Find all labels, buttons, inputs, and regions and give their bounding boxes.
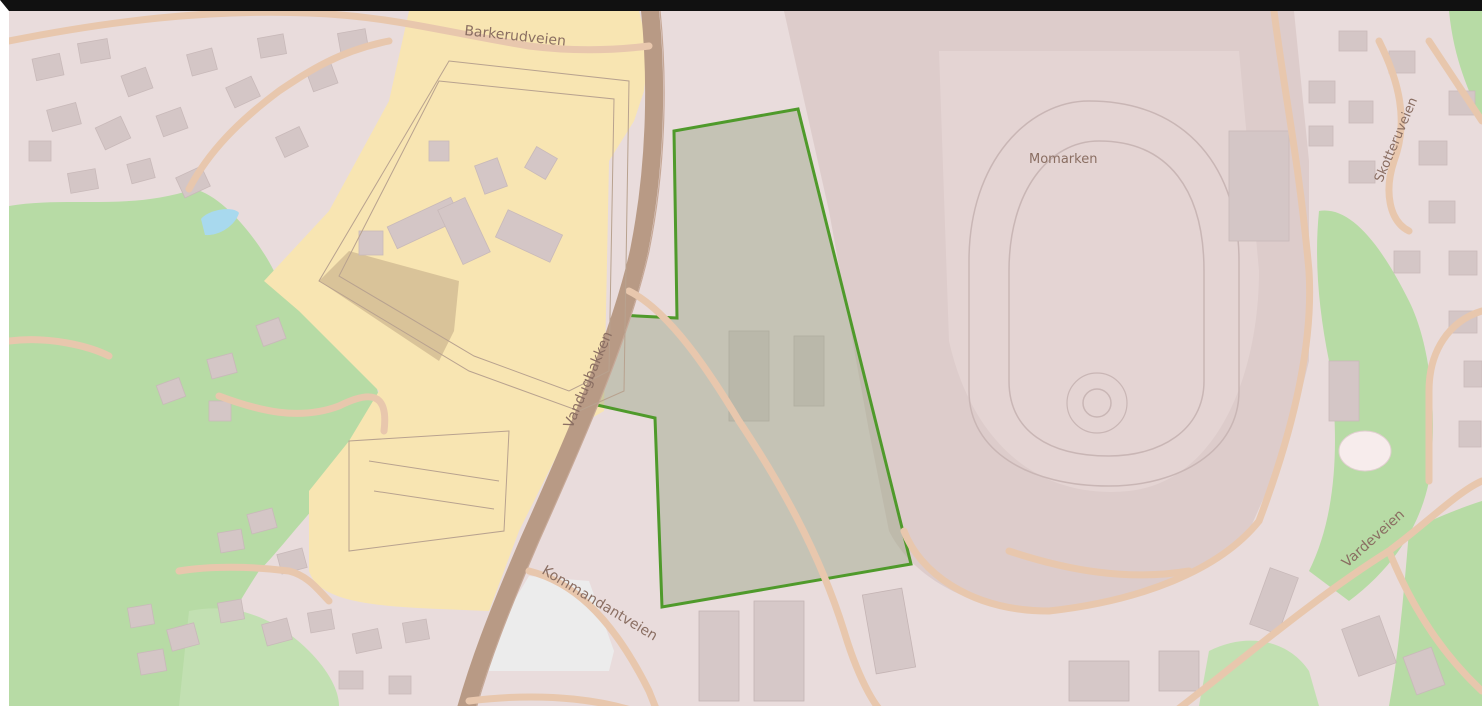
track-oval-outline (968, 100, 1240, 487)
map-canvas[interactable]: Barkerudveien Vandugbakken Kommandantvei… (9, 11, 1482, 706)
road-vandugbakken (457, 11, 664, 706)
forest-area-east (1309, 210, 1433, 601)
track-oval-inner (1008, 140, 1205, 457)
road-vandugbakken-edge (476, 11, 665, 706)
highlighted-property[interactable] (586, 107, 913, 609)
residential-buildings-east (1228, 30, 1482, 696)
round-feature (1338, 430, 1392, 472)
school-area-lines (318, 60, 630, 552)
label-momarken: Momarken (1029, 152, 1097, 167)
forest-area-west (9, 189, 379, 706)
school-buildings (358, 140, 564, 266)
industrial-buildings (698, 330, 1200, 702)
momarken-inner-oval (939, 51, 1259, 492)
pond (201, 209, 239, 236)
minor-roads (9, 11, 1482, 706)
forest-area-southwest (179, 608, 339, 706)
residential-buildings-west (28, 28, 431, 695)
track-center-ring (1066, 372, 1128, 434)
forest-area-south (1199, 640, 1319, 706)
school-area-north (439, 11, 639, 41)
track-center-circle (1082, 388, 1112, 418)
